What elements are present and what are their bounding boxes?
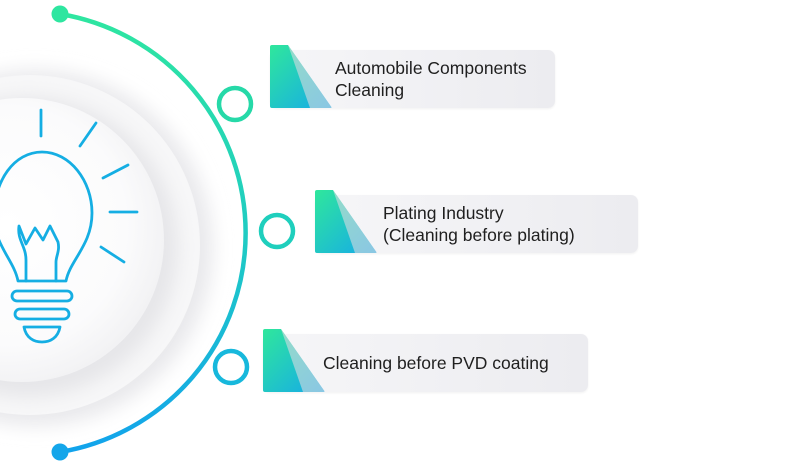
card-2-line-2: (Cleaning before plating) (383, 225, 575, 245)
card-accent-tab (263, 329, 325, 392)
light-bulb-icon (0, 108, 139, 344)
background-disc (0, 70, 213, 426)
arc-start-dot (51, 5, 69, 23)
arc-end-dot (51, 443, 69, 461)
card-1-line-2: Cleaning (335, 80, 405, 100)
card-automobile-cleaning: Automobile Components Cleaning (270, 45, 555, 108)
node-1 (216, 85, 254, 123)
card-accent-tab (315, 190, 377, 253)
card-1-line-1: Automobile Components (335, 58, 527, 78)
card-plating-industry: Plating Industry (Cleaning before platin… (315, 190, 638, 253)
node-2 (258, 212, 296, 250)
card-pvd-coating: Cleaning before PVD coating (263, 329, 588, 392)
card-2-line-1: Plating Industry (383, 203, 504, 223)
card-accent-tab (270, 45, 332, 108)
card-3-line-1: Cleaning before PVD coating (323, 353, 549, 373)
timeline-arc (57, 11, 248, 455)
node-3 (212, 348, 250, 386)
